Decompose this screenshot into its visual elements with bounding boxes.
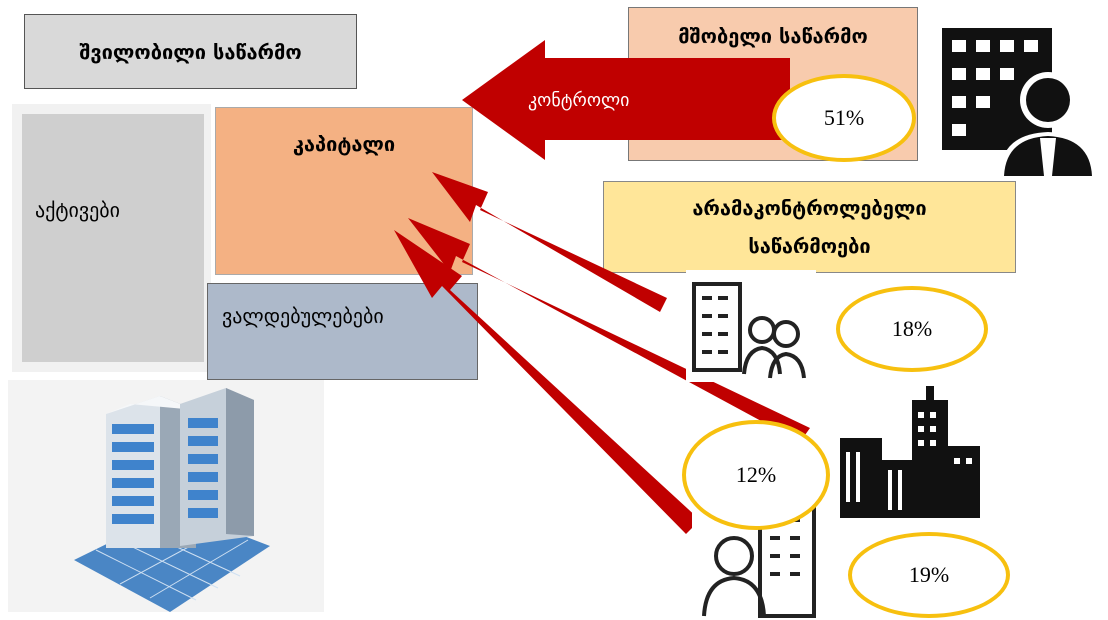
liabilities-box: ვალდებულებები xyxy=(207,283,478,380)
assets-box xyxy=(22,114,204,362)
ownership-arrows xyxy=(394,172,810,534)
control-arrow xyxy=(462,40,790,160)
nc-share-value-b: 12% xyxy=(735,462,777,487)
non-controlling-label-1: არამაკონტროლებელი xyxy=(692,196,927,220)
building-people-icon xyxy=(686,270,816,382)
nc-share-oval-a: 18% xyxy=(836,286,988,372)
capital-box: კაპიტალი xyxy=(215,107,473,275)
ownership-arrow-2 xyxy=(408,218,810,442)
assets-label: აქტივები xyxy=(35,198,120,222)
nc-share-value-a: 18% xyxy=(891,316,933,341)
nc-share-value-c: 19% xyxy=(908,562,950,587)
parent-share-oval: 51% xyxy=(772,74,916,162)
ownership-arrow-1 xyxy=(432,172,667,312)
subsidiary-box: შვილობილი საწარმო xyxy=(24,14,357,89)
nc-share-oval-c: 19% xyxy=(848,532,1010,618)
businessman-icon xyxy=(920,12,1098,176)
city-buildings-icon xyxy=(813,370,1003,522)
control-arrow-label: კონტროლი xyxy=(528,90,630,111)
non-controlling-label-2: საწარმოები xyxy=(748,234,871,258)
parent-share-value: 51% xyxy=(823,105,865,130)
non-controlling-box: არამაკონტროლებელი საწარმოები xyxy=(603,181,1016,273)
nc-share-oval-b: 12% xyxy=(682,420,830,530)
ownership-arrow-3 xyxy=(394,230,700,534)
office-building-icon xyxy=(8,380,324,612)
